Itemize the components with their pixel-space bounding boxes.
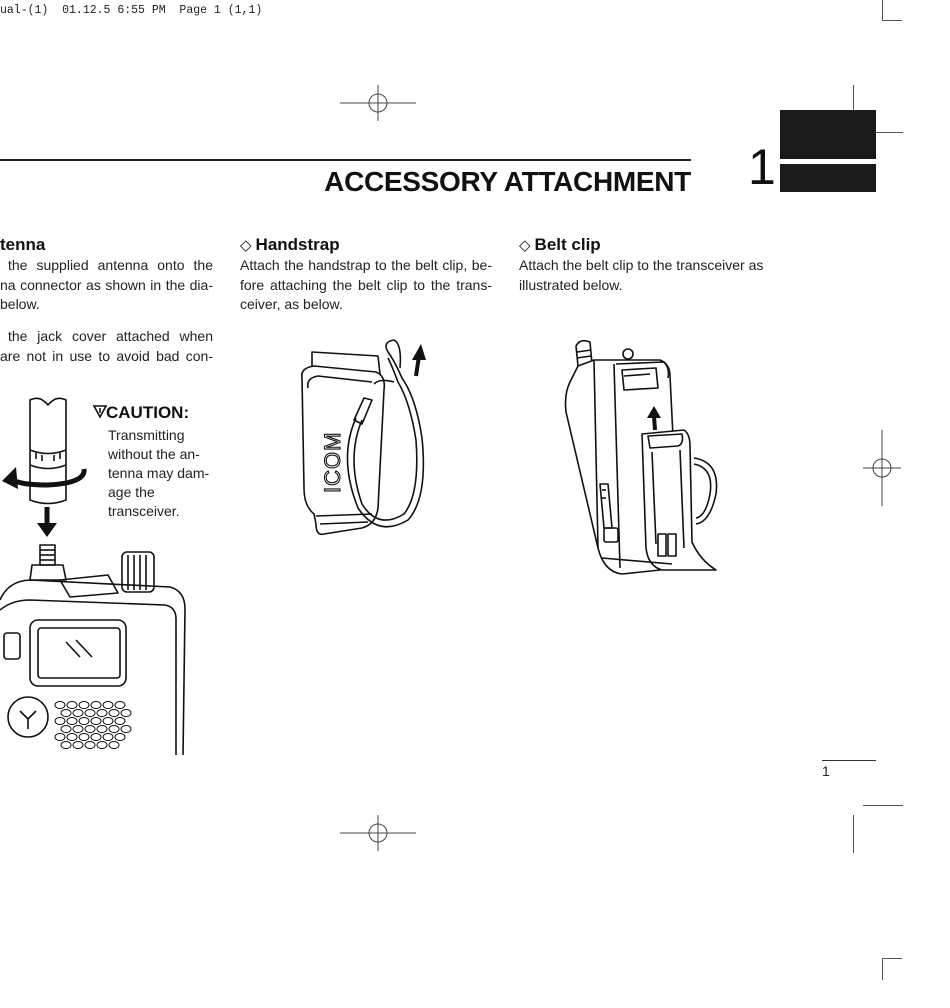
antenna-note: the jack cover attached when are not in …	[0, 327, 213, 366]
title-rule	[0, 159, 691, 161]
belt-clip-text: Attach the belt clip to the transceiver …	[519, 256, 779, 295]
crop-mark-bottom-v	[882, 958, 883, 980]
registration-mark-bottom	[340, 815, 416, 851]
antenna-heading: tenna	[0, 235, 46, 254]
belt-clip-line: illustrated below.	[519, 276, 623, 293]
handstrap-line: fore attaching the belt clip to the tran…	[240, 276, 492, 293]
handstrap-line: Attach the handstrap to the belt clip, b…	[240, 257, 492, 273]
crop-mark-right-1	[853, 85, 854, 123]
antenna-line: below.	[0, 296, 40, 312]
crop-mark-top-v	[882, 0, 883, 20]
belt-clip-heading: ◇Belt clip	[519, 235, 601, 255]
icom-logo-text: ICOM	[320, 432, 345, 493]
handstrap-text: Attach the handstrap to the belt clip, b…	[240, 256, 492, 315]
chapter-tab-upper	[780, 110, 876, 159]
chapter-tab-lower	[780, 164, 876, 192]
crop-mark-right-4	[853, 815, 854, 853]
page-number: 1	[822, 763, 830, 779]
belt-clip-line: Attach the belt clip to the transceiver …	[519, 257, 764, 273]
diamond-bullet-icon: ◇	[519, 237, 531, 254]
caution-line: age the	[108, 484, 155, 500]
caution-block: CAUTION: Transmitting without the an- te…	[92, 403, 219, 521]
diamond-bullet-icon: ◇	[240, 237, 252, 254]
warning-triangle-icon	[92, 405, 108, 419]
caution-line: transceiver.	[108, 503, 180, 519]
caution-line: Transmitting	[108, 427, 185, 443]
crop-mark-top-h	[882, 20, 902, 21]
handstrap-illustration: ICOM	[300, 339, 426, 536]
antenna-note-line: are not in use to avoid bad con-	[0, 347, 213, 364]
registration-mark-right	[863, 430, 901, 506]
caution-line: without the an-	[108, 446, 200, 462]
caution-line: tenna may dam-	[108, 465, 210, 481]
caution-title: CAUTION:	[106, 403, 190, 422]
print-header: ual-(1) 01.12.5 6:55 PM Page 1 (1,1)	[0, 4, 263, 17]
page-title: ACCESSORY ATTACHMENT	[324, 166, 691, 197]
handstrap-heading: ◇Handstrap	[240, 235, 340, 255]
crop-mark-bottom-h	[882, 958, 902, 959]
caution-text: Transmitting without the an- tenna may d…	[94, 426, 219, 521]
antenna-line: the supplied antenna onto the	[8, 257, 213, 273]
registration-mark-top	[340, 85, 416, 121]
antenna-text: the supplied antenna onto the na connect…	[0, 256, 213, 315]
handstrap-line: ceiver, as below.	[240, 296, 343, 312]
belt-clip-heading-text: Belt clip	[534, 235, 601, 254]
caution-title-row: CAUTION:	[92, 403, 219, 423]
crop-mark-right-3	[863, 805, 903, 806]
antenna-line: na connector as shown in the dia-	[0, 276, 213, 293]
antenna-note-line: the jack cover attached when	[8, 328, 213, 344]
footer-rule	[822, 760, 876, 761]
chapter-number: 1	[748, 139, 776, 195]
handstrap-heading-text: Handstrap	[255, 235, 340, 254]
crop-mark-right-2	[863, 132, 903, 133]
antenna-illustration	[0, 397, 186, 756]
belt-clip-illustration	[564, 339, 718, 575]
